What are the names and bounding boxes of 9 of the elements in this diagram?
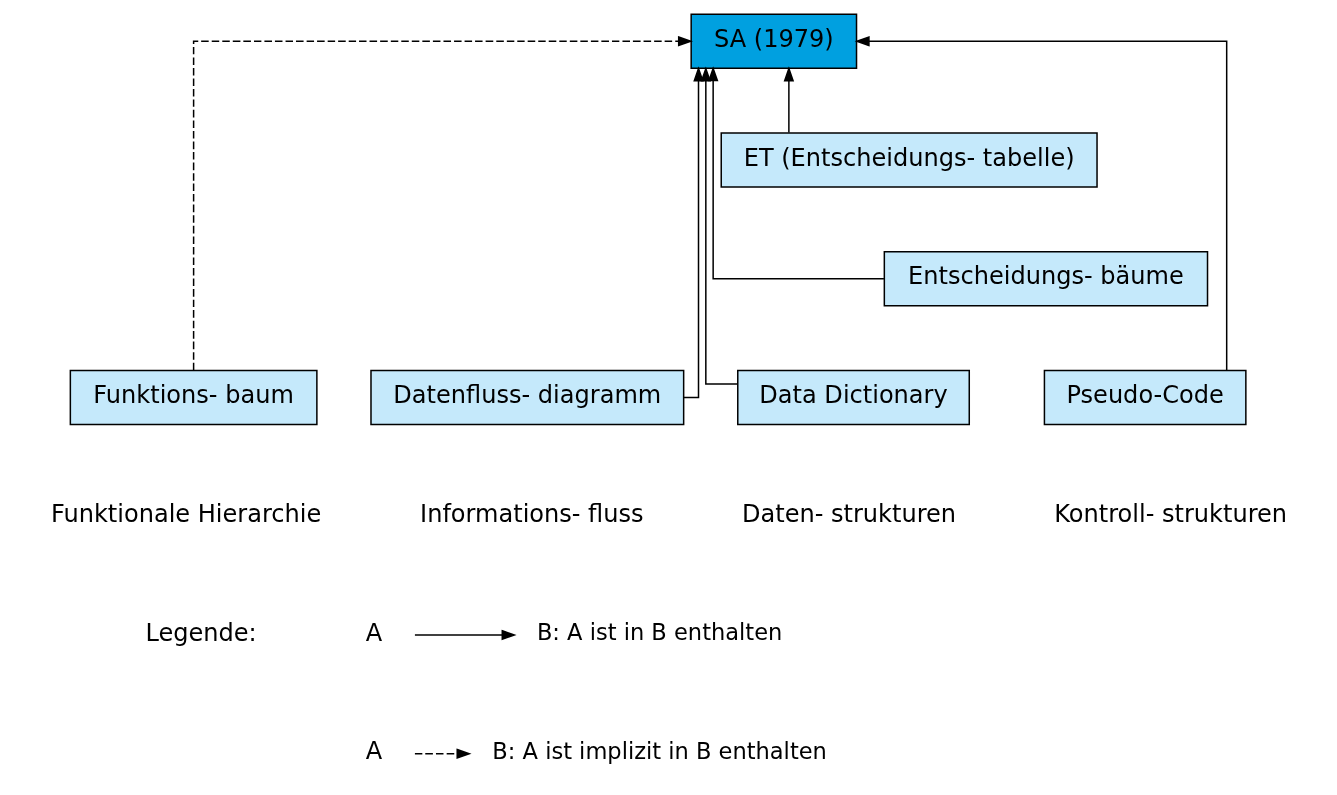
label: Legende: [145, 618, 257, 647]
legend-label: B: A ist in B enthalten [536, 619, 782, 646]
label: Funktionale Hierarchie [50, 499, 321, 528]
label: A [365, 618, 382, 647]
label: Daten- strukturen [741, 499, 956, 528]
label: Kontroll- strukturen [1053, 499, 1287, 528]
legend-label: B: A ist implizit in B enthalten [491, 738, 827, 765]
label: A [365, 737, 382, 766]
label: Informations- fluss [419, 499, 644, 528]
